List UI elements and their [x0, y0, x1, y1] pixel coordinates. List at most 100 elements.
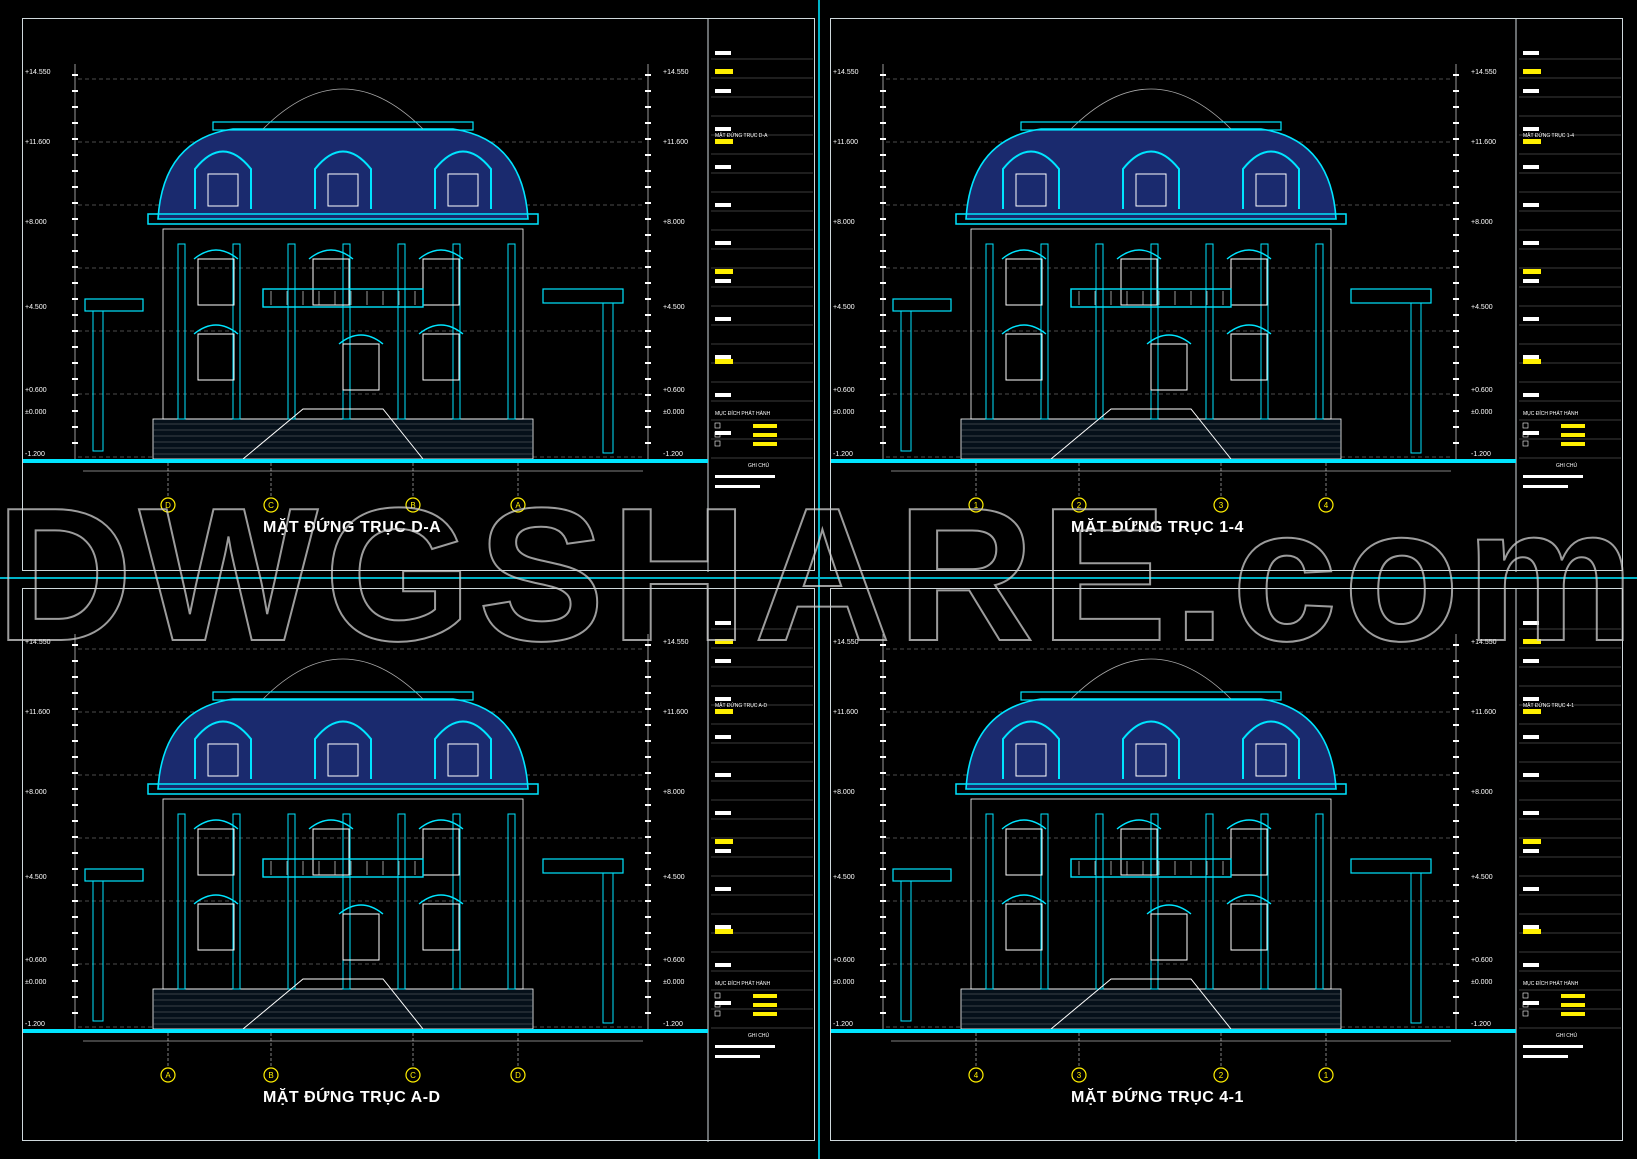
dimension-tick: [1453, 74, 1459, 76]
dimension-tick: [1453, 804, 1459, 806]
window-pediment: [1001, 249, 1047, 260]
purpose-label: MỤC ĐÍCH PHÁT HÀNH: [1523, 410, 1579, 417]
dimension-tick: [72, 394, 78, 396]
dormer: [194, 720, 252, 779]
column: [1315, 243, 1324, 420]
dimension-tick: [880, 154, 886, 156]
cornice: [147, 783, 539, 795]
dimension-tick: [645, 394, 651, 396]
axis-label: D: [515, 1071, 521, 1080]
issue-mark: [753, 994, 777, 998]
dimension-tick: [880, 932, 886, 934]
dimension-tick: [72, 996, 78, 998]
dormer: [1242, 150, 1300, 209]
dimension-tick: [1453, 218, 1459, 220]
column: [397, 243, 406, 420]
dimension-tick: [645, 772, 651, 774]
dimension-tick: [880, 378, 886, 380]
window-pediment: [1226, 819, 1272, 830]
level-label-right: +0.600: [1471, 387, 1493, 394]
roof-crest: [212, 691, 474, 701]
dimension-tick: [645, 74, 651, 76]
window-pediment: [193, 894, 239, 905]
checkbox: [1522, 431, 1529, 438]
dimension-tick: [645, 804, 651, 806]
dimension-tick: [1453, 170, 1459, 172]
title-block-field: [1523, 89, 1539, 93]
window-pediment: [418, 249, 464, 260]
dimension-tick: [72, 884, 78, 886]
dimension-tick: [1453, 378, 1459, 380]
dimension-tick: [645, 202, 651, 204]
title-block-field: [1523, 127, 1539, 131]
title-block-field: [715, 127, 731, 131]
title-block-field: [1523, 355, 1539, 359]
checkbox: [714, 431, 721, 438]
dormer: [194, 150, 252, 209]
checkbox: [1522, 422, 1529, 429]
dimension-tick: [645, 154, 651, 156]
notes-label: GHI CHÚ: [748, 462, 770, 469]
dimension-tick: [645, 90, 651, 92]
title-block-field: [1523, 963, 1539, 967]
dimension-tick: [880, 724, 886, 726]
window: [1120, 828, 1158, 876]
column: [1315, 813, 1324, 990]
building-elevation: +14.550+14.550+11.600+11.600+8.000+8.000…: [831, 64, 1516, 513]
axis-bubble: [263, 1067, 279, 1083]
dimension-tick: [645, 788, 651, 790]
balcony: [1070, 858, 1232, 878]
dormer-window: [447, 173, 479, 207]
dimension-tick: [880, 820, 886, 822]
dimension-tick: [645, 724, 651, 726]
dimension-tick: [72, 740, 78, 742]
title-block-field: [715, 887, 731, 891]
stamp-label: MẶT ĐỨNG TRỤC D-A: [715, 132, 768, 139]
dimension-tick: [645, 314, 651, 316]
porch-column: [602, 302, 614, 454]
dimension-tick: [645, 346, 651, 348]
axis-bubble: [263, 497, 279, 513]
dormer-window: [1255, 743, 1287, 777]
dimension-tick: [880, 772, 886, 774]
axis-label: 3: [1219, 501, 1224, 510]
title-block-field: [1523, 887, 1539, 891]
dimension-tick: [1453, 442, 1459, 444]
dimension-tick: [1453, 916, 1459, 918]
dimension-tick: [880, 106, 886, 108]
dimension-tick: [72, 948, 78, 950]
dormer-window: [1015, 743, 1047, 777]
column: [1205, 813, 1214, 990]
window: [1230, 903, 1268, 951]
window-pediment: [338, 334, 384, 345]
dimension-tick: [645, 186, 651, 188]
checkbox: [1522, 1001, 1529, 1008]
issue-mark: [753, 442, 777, 446]
dormer: [434, 150, 492, 209]
issue-mark: [753, 1012, 777, 1016]
purpose-label: MỤC ĐÍCH PHÁT HÀNH: [715, 410, 771, 417]
dimension-tick: [1453, 106, 1459, 108]
column: [1205, 243, 1214, 420]
title-block-highlight: [715, 709, 733, 714]
cornice: [147, 213, 539, 225]
dimension-tick: [1453, 410, 1459, 412]
dimension-tick: [72, 362, 78, 364]
dimension-tick: [1453, 980, 1459, 982]
level-label-right: +11.600: [663, 709, 688, 716]
dimension-tick: [1453, 314, 1459, 316]
column: [397, 813, 406, 990]
dimension-tick: [880, 346, 886, 348]
notes-line: [1523, 1055, 1568, 1058]
dimension-tick: [72, 660, 78, 662]
dimension-tick: [72, 346, 78, 348]
level-label-right: +0.600: [1471, 957, 1493, 964]
window: [1150, 343, 1188, 391]
dimension-tick: [72, 708, 78, 710]
checkbox: [714, 1001, 721, 1008]
title-block-field: [1523, 241, 1539, 245]
dimension-tick: [72, 900, 78, 902]
window: [1120, 258, 1158, 306]
